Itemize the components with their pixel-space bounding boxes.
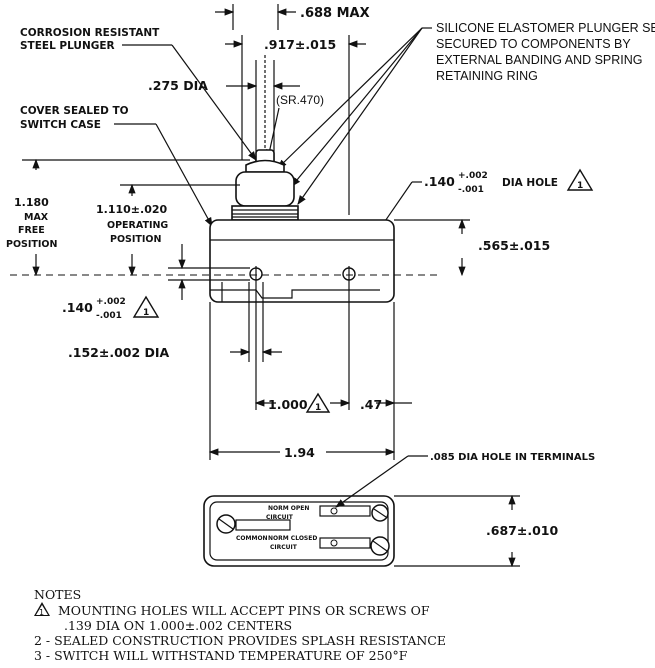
svg-text:.152±.002 DIA: .152±.002 DIA xyxy=(68,345,170,360)
svg-text:1: 1 xyxy=(143,308,149,318)
dim-565: .565±.015 xyxy=(394,218,550,277)
terminal-end-view: NORM OPEN CIRCUIT COMMON NORM CLOSED CIR… xyxy=(203,495,395,567)
dim-1180: 1.180 MAX FREE POSITION xyxy=(6,158,250,277)
svg-text:(SR.470): (SR.470) xyxy=(276,93,324,107)
dim-152-dia: .152±.002 DIA xyxy=(68,282,282,362)
svg-text:COMMON: COMMON xyxy=(236,535,268,542)
dim-275-dia: .275 DIA xyxy=(148,55,300,165)
notes-title: NOTES xyxy=(34,587,82,602)
note-1: 1 MOUNTING HOLES WILL ACCEPT PINS OR SCR… xyxy=(34,602,644,618)
svg-text:1.180: 1.180 xyxy=(14,196,49,209)
plunger-assembly xyxy=(231,149,299,221)
dim-687: .687±.010 xyxy=(394,494,558,568)
callout-cover: COVER SEALED TO SWITCH CASE xyxy=(20,105,213,228)
svg-text:1.000: 1.000 xyxy=(268,397,308,412)
label-917: .917±.015 xyxy=(264,37,336,52)
svg-text:-.001: -.001 xyxy=(96,311,122,321)
svg-text:EXTERNAL BANDING AND SPRING: EXTERNAL BANDING AND SPRING xyxy=(436,53,643,67)
dim-1000: 1.000 1 xyxy=(254,392,351,413)
svg-text:1: 1 xyxy=(315,403,321,413)
label-688-max: .688 MAX xyxy=(300,6,370,21)
svg-text:OPERATING: OPERATING xyxy=(107,220,168,231)
callout-silicone-seal: SILICONE ELASTOMER PLUNGER SEAL SECURED … xyxy=(277,21,655,205)
notes-section: NOTES 1 MOUNTING HOLES WILL ACCEPT PINS … xyxy=(34,587,644,663)
svg-text:CIRCUIT: CIRCUIT xyxy=(266,514,294,521)
svg-text:CORROSION RESISTANT: CORROSION RESISTANT xyxy=(20,27,160,39)
callout-140-hole-left: .140 +.002 -.001 1 xyxy=(62,244,250,321)
dim-47: .47 xyxy=(360,397,412,412)
switch-drawing: .688 MAX .917±.015 CORROSION RESISTANT S… xyxy=(6,4,655,568)
svg-text:.085 DIA HOLE IN TERMINALS: .085 DIA HOLE IN TERMINALS xyxy=(430,452,595,463)
svg-text:CIRCUIT: CIRCUIT xyxy=(270,544,298,551)
dim-688-max: .688 MAX xyxy=(215,4,370,30)
svg-text:SWITCH CASE: SWITCH CASE xyxy=(20,119,101,131)
dim-sr-470: (SR.470) xyxy=(266,93,324,160)
svg-text:.140: .140 xyxy=(424,174,455,189)
svg-text:MAX: MAX xyxy=(24,212,49,223)
svg-text:FREE: FREE xyxy=(18,225,45,236)
dim-1110: 1.110±.020 OPERATING POSITION xyxy=(96,183,240,277)
note-triangle-icon: 1 xyxy=(34,602,50,617)
svg-text:NORM CLOSED: NORM CLOSED xyxy=(268,535,317,542)
switch-body xyxy=(209,219,395,303)
svg-text:POSITION: POSITION xyxy=(110,234,162,245)
note-1-cont: .139 DIA ON 1.000±.002 CENTERS xyxy=(64,618,293,633)
svg-text:NORM OPEN: NORM OPEN xyxy=(268,505,309,512)
svg-text:.47: .47 xyxy=(360,397,382,412)
svg-text:.275 DIA: .275 DIA xyxy=(148,78,208,93)
svg-text:-.001: -.001 xyxy=(458,185,484,195)
svg-text:DIA HOLE: DIA HOLE xyxy=(502,177,558,189)
svg-text:+.002: +.002 xyxy=(96,297,126,307)
dim-917: .917±.015 xyxy=(225,35,366,215)
svg-text:SILICONE ELASTOMER PLUNGER SEA: SILICONE ELASTOMER PLUNGER SEAL xyxy=(436,21,655,35)
svg-text:.565±.015: .565±.015 xyxy=(478,238,550,253)
svg-text:SECURED TO COMPONENTS BY: SECURED TO COMPONENTS BY xyxy=(436,37,631,51)
svg-text:1.110±.020: 1.110±.020 xyxy=(96,203,167,216)
svg-text:STEEL PLUNGER: STEEL PLUNGER xyxy=(20,40,115,52)
callout-plunger: CORROSION RESISTANT STEEL PLUNGER xyxy=(20,27,257,161)
svg-text:+.002: +.002 xyxy=(458,171,488,181)
note-3: 3 - SWITCH WILL WITHSTAND TEMPERATURE OF… xyxy=(34,648,408,663)
svg-text:POSITION: POSITION xyxy=(6,239,58,250)
svg-text:.687±.010: .687±.010 xyxy=(486,523,558,538)
note-2: 2 - SEALED CONSTRUCTION PROVIDES SPLASH … xyxy=(34,633,446,648)
dim-194: 1.94 xyxy=(208,445,396,460)
svg-text:RETAINING RING: RETAINING RING xyxy=(436,69,538,83)
svg-text:1.94: 1.94 xyxy=(284,445,315,460)
callout-085-hole: .085 DIA HOLE IN TERMINALS xyxy=(335,452,595,508)
svg-text:1: 1 xyxy=(577,181,583,191)
svg-text:.140: .140 xyxy=(62,300,93,315)
svg-text:COVER SEALED TO: COVER SEALED TO xyxy=(20,105,129,117)
